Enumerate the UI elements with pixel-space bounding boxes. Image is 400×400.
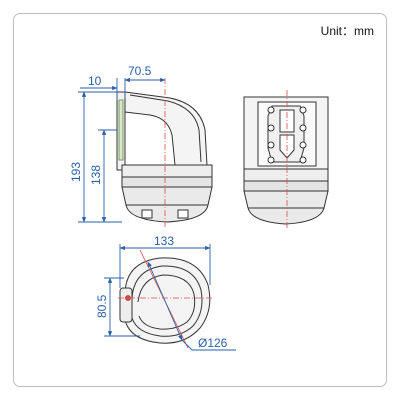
dim-bottom-depth-text: 80.5 <box>95 294 109 318</box>
front-screw-1 <box>267 106 275 114</box>
dim-front-offset-text: 10 <box>88 74 102 88</box>
dim-total-height <box>78 91 122 223</box>
dim-front-offset <box>80 78 118 100</box>
dim-front-depth <box>124 77 166 98</box>
bottom-mount-tab <box>119 287 133 323</box>
dim-dome-diameter <box>147 261 236 351</box>
front-screw-7 <box>267 156 275 164</box>
unit-label: Unit：mm <box>320 24 374 38</box>
dim-front-depth-text: 70.5 <box>128 64 152 78</box>
dim-bottom-depth <box>104 277 140 337</box>
dim-dome-diameter-text: Ø126 <box>198 336 228 350</box>
front-view <box>243 96 329 225</box>
front-base-top <box>243 168 329 182</box>
front-screw-2 <box>299 106 307 114</box>
side-view <box>116 91 213 223</box>
side-connector-1 <box>141 209 153 219</box>
front-screw-6 <box>299 141 307 149</box>
front-screw-3 <box>267 124 275 132</box>
front-screw-4 <box>299 124 307 132</box>
front-screw-5 <box>267 141 275 149</box>
dim-bottom-width-text: 133 <box>154 234 174 248</box>
side-base-mid <box>121 176 213 188</box>
side-arm-inner <box>129 94 202 163</box>
side-arm <box>124 91 208 166</box>
dim-total-height-text: 193 <box>69 162 83 182</box>
front-base-mid <box>243 180 329 192</box>
side-front-window <box>118 99 124 161</box>
side-connector-2 <box>177 209 189 219</box>
front-screw-8 <box>299 156 307 164</box>
side-base-top <box>121 164 213 178</box>
dim-upper-height <box>98 129 117 223</box>
dim-bottom-width <box>119 244 211 288</box>
dim-upper-height-text: 138 <box>89 165 103 185</box>
